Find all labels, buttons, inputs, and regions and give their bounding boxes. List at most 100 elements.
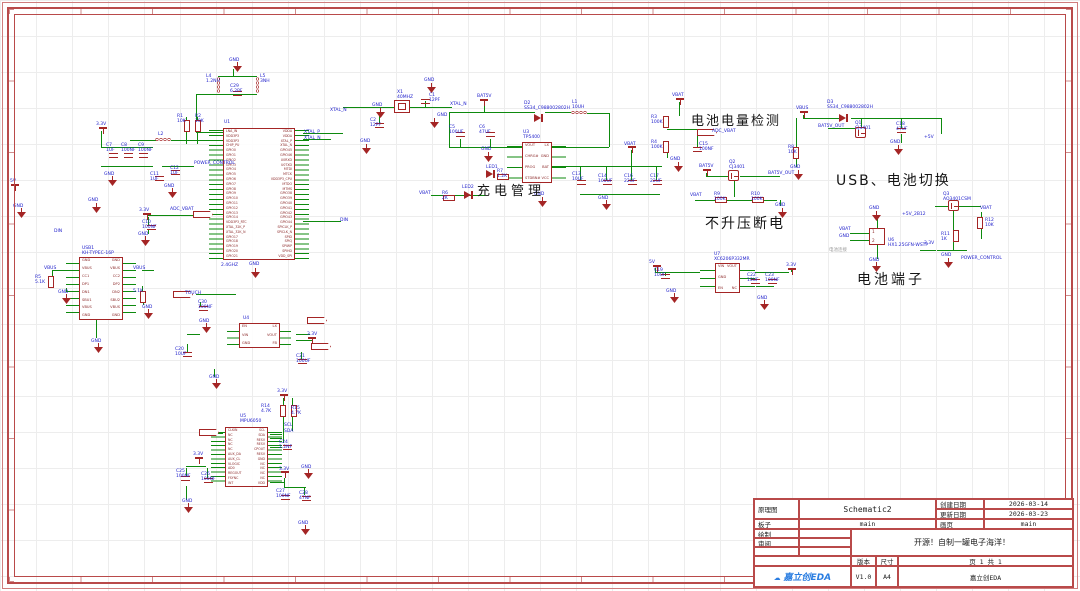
net-label: +5V_2B12 (902, 212, 926, 217)
value-label: 100UF (449, 130, 464, 136)
wire (449, 112, 450, 147)
tb-created-label: 创建日期 (936, 499, 984, 509)
res-v-symbol (663, 141, 669, 153)
pin-stubs (279, 331, 291, 349)
pin-label: NC (260, 471, 265, 476)
pin-label: GPIO13 (226, 210, 238, 215)
value-label: 10UF (175, 352, 187, 358)
u5-part: MPU6050 (240, 419, 262, 425)
gnd-symbol (794, 170, 803, 180)
port-symbol (697, 129, 717, 136)
net-label: TOUCH (185, 291, 202, 296)
cap-symbol (109, 153, 118, 158)
wire (186, 486, 187, 500)
value-label: 100K (714, 197, 726, 203)
pwr-symbol (143, 213, 151, 220)
net-label: +5V (924, 135, 934, 140)
res-v-symbol (280, 405, 286, 417)
pin-label: VDD_SPI (278, 253, 292, 258)
wire (52, 270, 66, 271)
sheet-frame-inner (14, 14, 1066, 577)
cap-symbol (139, 153, 148, 158)
wire (196, 294, 236, 295)
gnd-symbol (376, 108, 385, 118)
net-label: DIN (340, 218, 349, 223)
pin-label: U0RXD (280, 157, 292, 162)
u6-part: HX1.25GFN-WSTP (888, 243, 929, 249)
value-label: 100K (651, 120, 663, 126)
net-label: 3.3V (307, 332, 318, 337)
value-label: 1K (941, 237, 947, 243)
net-label: GND (298, 521, 309, 526)
pin-label: GPIO44 (280, 220, 292, 225)
xtal-symbol (394, 100, 410, 113)
net-label: GND (775, 203, 786, 208)
title-block: 原理图 Schematic2 创建日期 2026-03-14 更新日期 2026… (753, 498, 1074, 588)
wire (301, 352, 302, 360)
net-label: GND (424, 78, 435, 83)
pin-label: LX (544, 143, 549, 147)
res-v-symbol (195, 120, 201, 132)
pin-label: VIN (242, 332, 249, 337)
gnd-symbol (94, 343, 103, 353)
value-label: 10UF (654, 273, 666, 279)
res-h-symbol (497, 174, 509, 180)
wire (920, 250, 936, 251)
cloud-logo-icon: ☁ (773, 570, 781, 583)
gnd-symbol (894, 145, 903, 155)
wire (755, 272, 789, 273)
pin-label: VOUT (266, 332, 277, 337)
wire (425, 101, 426, 107)
pin-label: MTCK (283, 172, 292, 177)
pin-label: RESV (256, 437, 265, 442)
net-label: GND (598, 196, 609, 201)
tb-slogan: 开源！自制一罐电子海洋！ (851, 529, 1073, 556)
pin-label: GPIO46 (280, 152, 292, 157)
pin-stubs (295, 130, 309, 263)
usb1-ref: USB1 (82, 246, 95, 251)
pin-label: GPIO3 (226, 162, 236, 167)
tb-schematic-label: 原理图 (754, 499, 799, 519)
port-symbol (193, 211, 213, 218)
usb1-refdes: USB1 KH-TYPEC-16P (82, 246, 114, 257)
net-label: GND (790, 165, 801, 170)
gnd-symbol (92, 203, 101, 213)
net-label: ADC_VBAT (712, 129, 736, 134)
value-label: 100K (651, 145, 663, 151)
net-label: VBUS (44, 266, 57, 271)
pin-label: RESV (256, 442, 265, 447)
pin-label: NC (731, 286, 737, 291)
pin-label: 1 (872, 229, 875, 234)
wire (631, 166, 632, 180)
net-label: GND (182, 499, 193, 504)
cap-symbol (233, 91, 242, 96)
pin-label: NC (260, 461, 265, 466)
pin-label: GPIO20 (226, 248, 238, 253)
net-label: 2.4GHZ (221, 263, 239, 268)
pin-label: XTAL_N (280, 143, 292, 148)
wire (796, 118, 797, 147)
value-label: 40MHZ (397, 95, 414, 101)
net-label: VBAT (690, 193, 702, 198)
value-label: 100NF (699, 147, 714, 153)
net-label: POWER_CONTROL (194, 161, 235, 166)
